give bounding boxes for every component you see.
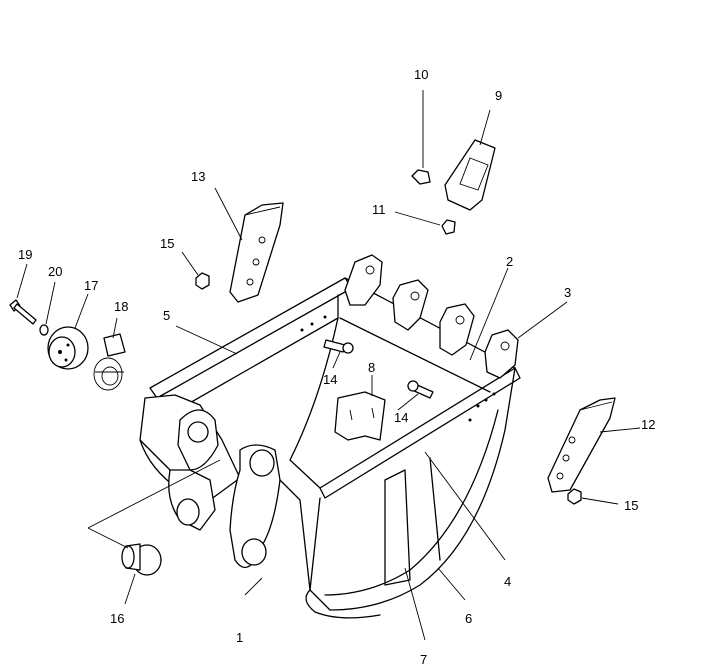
label-part-6: 6 xyxy=(465,611,472,626)
part-labels: 1 2 3 4 5 6 7 8 9 10 11 12 13 14 14 15 1… xyxy=(18,67,655,665)
label-part-14-upper: 14 xyxy=(323,372,337,387)
label-part-15-upper: 15 xyxy=(160,236,174,251)
wear-plate xyxy=(334,391,386,441)
label-part-10: 10 xyxy=(414,67,428,82)
tooth-lock xyxy=(441,219,456,235)
nut-upper xyxy=(195,272,210,290)
label-part-19: 19 xyxy=(18,247,32,262)
label-part-16: 16 xyxy=(110,611,124,626)
nut-lower xyxy=(567,488,582,505)
bushing xyxy=(121,543,162,576)
label-part-20: 20 xyxy=(48,264,62,279)
washer xyxy=(39,324,49,336)
tooth-pin xyxy=(411,169,431,185)
label-part-3: 3 xyxy=(564,285,571,300)
shim-bolt xyxy=(9,299,37,325)
label-part-9: 9 xyxy=(495,88,502,103)
label-part-2: 2 xyxy=(506,254,513,269)
side-cutter-left xyxy=(229,202,284,303)
boss-ring xyxy=(47,326,89,370)
bolt-lower xyxy=(407,380,434,399)
label-part-5: 5 xyxy=(163,308,170,323)
label-part-7: 7 xyxy=(420,652,427,665)
label-part-15-lower: 15 xyxy=(624,498,638,513)
label-part-17: 17 xyxy=(84,278,98,293)
leader-lines xyxy=(16,90,641,641)
tooth-adapters xyxy=(344,254,519,379)
label-part-1: 1 xyxy=(236,630,243,645)
bolt-upper xyxy=(323,339,354,354)
label-part-18: 18 xyxy=(114,299,128,314)
side-cutter-right xyxy=(547,397,616,493)
label-part-12: 12 xyxy=(641,417,655,432)
label-part-8: 8 xyxy=(368,360,375,375)
tooth-point xyxy=(444,139,496,211)
label-part-14-lower: 14 xyxy=(394,410,408,425)
label-part-13: 13 xyxy=(191,169,205,184)
shim xyxy=(93,333,126,391)
label-part-4: 4 xyxy=(504,574,511,589)
bucket-body xyxy=(139,277,521,619)
label-part-11: 11 xyxy=(372,202,386,217)
